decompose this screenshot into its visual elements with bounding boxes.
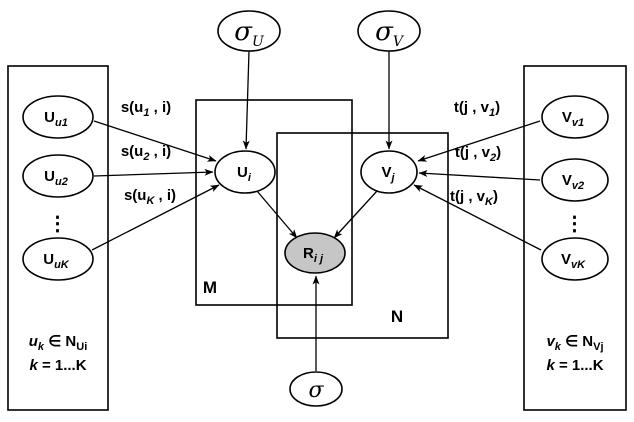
node-u-uk-ellipse [22, 237, 94, 281]
right-vertical-ellipsis: ⋮ [565, 213, 586, 235]
node-sigma-label: σ [308, 378, 324, 403]
node-u-i-ellipse [214, 150, 276, 194]
node-v-v1-ellipse [541, 95, 609, 139]
node-sigma-u: σU [217, 10, 281, 52]
arrow-v-v1-to-v-j [417, 120, 541, 162]
node-v-vk-label: VvK [561, 251, 586, 271]
node-u-u1-label: Uu1 [44, 109, 68, 129]
plate-m-label: M [203, 278, 217, 297]
arrow-sigma-u-to-u-i [242, 50, 250, 150]
arrow-u-i-to-r-ij [256, 190, 298, 239]
node-sigma-v: σV [357, 10, 421, 52]
node-v-v2-ellipse [541, 158, 609, 202]
left-neighbor-plate [7, 65, 109, 411]
node-u-u1-ellipse [22, 95, 94, 139]
right-neighbor-plate [523, 65, 627, 411]
arrow-v-vk-to-v-j [413, 184, 542, 251]
node-v-vk-ellipse [541, 237, 609, 281]
plate-n-label: N [391, 307, 403, 326]
node-u-u2: Uu2 [22, 154, 94, 198]
edge-label-t-vk: t(j , vK) [450, 188, 498, 208]
node-u-i-label: Ui [237, 164, 252, 184]
node-v-j: Vj [360, 150, 418, 194]
edge-label-s-u2: s(u2 , i) [121, 143, 171, 163]
node-v-j-ellipse [360, 150, 418, 194]
left-plate-range: k = 1...K [29, 357, 86, 374]
plate-n [276, 132, 449, 339]
node-v-v2: Vv2 [541, 158, 609, 202]
node-sigma-u-ellipse [217, 10, 281, 52]
edge-label-s-u1: s(u1 , i) [121, 99, 171, 119]
node-u-uk: UuK [22, 237, 94, 281]
node-sigma-ellipse [289, 371, 343, 407]
arrow-u-u2-to-u-i [93, 168, 214, 177]
node-v-v1: Vv1 [541, 95, 609, 139]
node-r-ij: Ri j [284, 232, 346, 274]
node-v-v1-label: Vv1 [562, 109, 584, 129]
left-plate-membership: uk ∈ NUi [29, 333, 88, 353]
node-r-ij-ellipse [284, 232, 346, 274]
right-plate-range: k = 1...K [546, 357, 603, 374]
arrow-u-u1-to-u-i [93, 120, 217, 162]
plate-m [195, 99, 353, 306]
node-u-uk-label: UuK [43, 251, 70, 271]
node-v-v2-label: Vv2 [562, 172, 584, 192]
node-sigma-u-label: σU [234, 17, 265, 50]
node-sigma-v-label: σV [375, 17, 405, 50]
node-r-ij-label: Ri j [303, 245, 324, 265]
arrow-v-v2-to-v-j [418, 169, 541, 181]
arrow-v-j-to-r-ij [333, 190, 378, 239]
edge-label-s-uk: s(uK , i) [124, 187, 176, 207]
edge-label-t-v1: t(j , v1) [454, 99, 500, 119]
node-v-j-label: Vj [381, 164, 395, 184]
arrow-u-uk-to-u-i [91, 184, 220, 251]
node-u-u2-ellipse [22, 154, 94, 198]
node-sigma: σ [289, 371, 343, 407]
node-sigma-v-ellipse [357, 10, 421, 52]
right-plate-membership: vk ∈ NVj [546, 333, 603, 353]
left-vertical-ellipsis: ⋮ [48, 213, 69, 235]
edge-label-t-v2: t(j , v2) [455, 144, 501, 164]
node-u-u2-label: Uu2 [44, 168, 68, 188]
node-u-u1: Uu1 [22, 95, 94, 139]
node-v-vk: VvK [541, 237, 609, 281]
node-u-i: Ui [214, 150, 276, 194]
